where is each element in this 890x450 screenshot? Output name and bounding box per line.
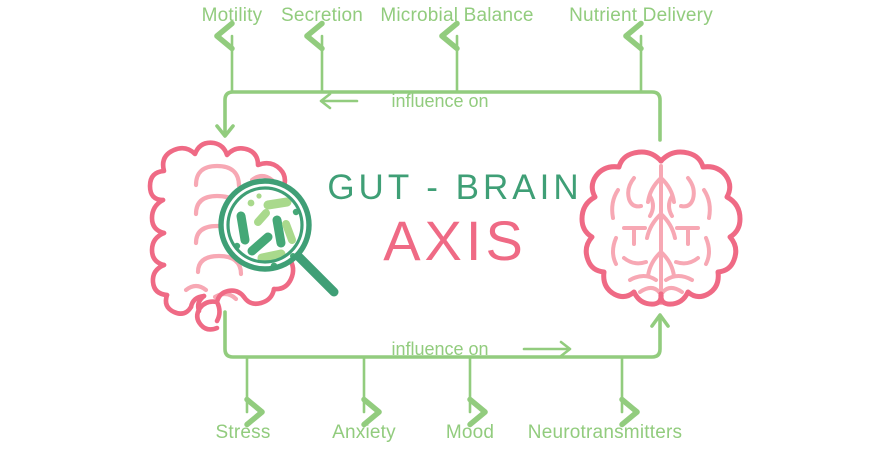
top-flow-rail — [223, 90, 662, 142]
label-anxiety: Anxiety — [332, 422, 396, 443]
top-label-stems — [214, 20, 644, 93]
bottom-rail-brain-arrowhead — [650, 313, 670, 328]
label-secretion: Secretion — [280, 5, 364, 26]
top-flow-arrow — [319, 92, 359, 110]
label-microbial-balance: Microbial Balance — [380, 5, 534, 26]
label-nutrient-delivery: Nutrient Delivery — [569, 5, 713, 26]
label-neurotransmitters: Neurotransmitters — [527, 422, 683, 443]
bottom-flow-arrow — [522, 340, 572, 358]
top-flow-label: influence on — [391, 91, 489, 111]
label-mood: Mood — [445, 422, 495, 443]
bacteria-cluster — [233, 193, 300, 270]
bottom-label-stems — [244, 356, 640, 428]
bottom-flow-label: influence on — [391, 339, 489, 359]
bottom-flow-rail — [223, 310, 662, 359]
label-motility: Motility — [201, 5, 263, 26]
label-stress: Stress — [215, 422, 271, 443]
title-line-2: AXIS — [383, 209, 527, 272]
brain-illustration — [579, 149, 743, 307]
title-line-1: GUT - BRAIN — [327, 168, 583, 207]
magnifier-with-bacteria — [218, 178, 339, 297]
top-rail-gut-arrowhead — [215, 124, 235, 138]
